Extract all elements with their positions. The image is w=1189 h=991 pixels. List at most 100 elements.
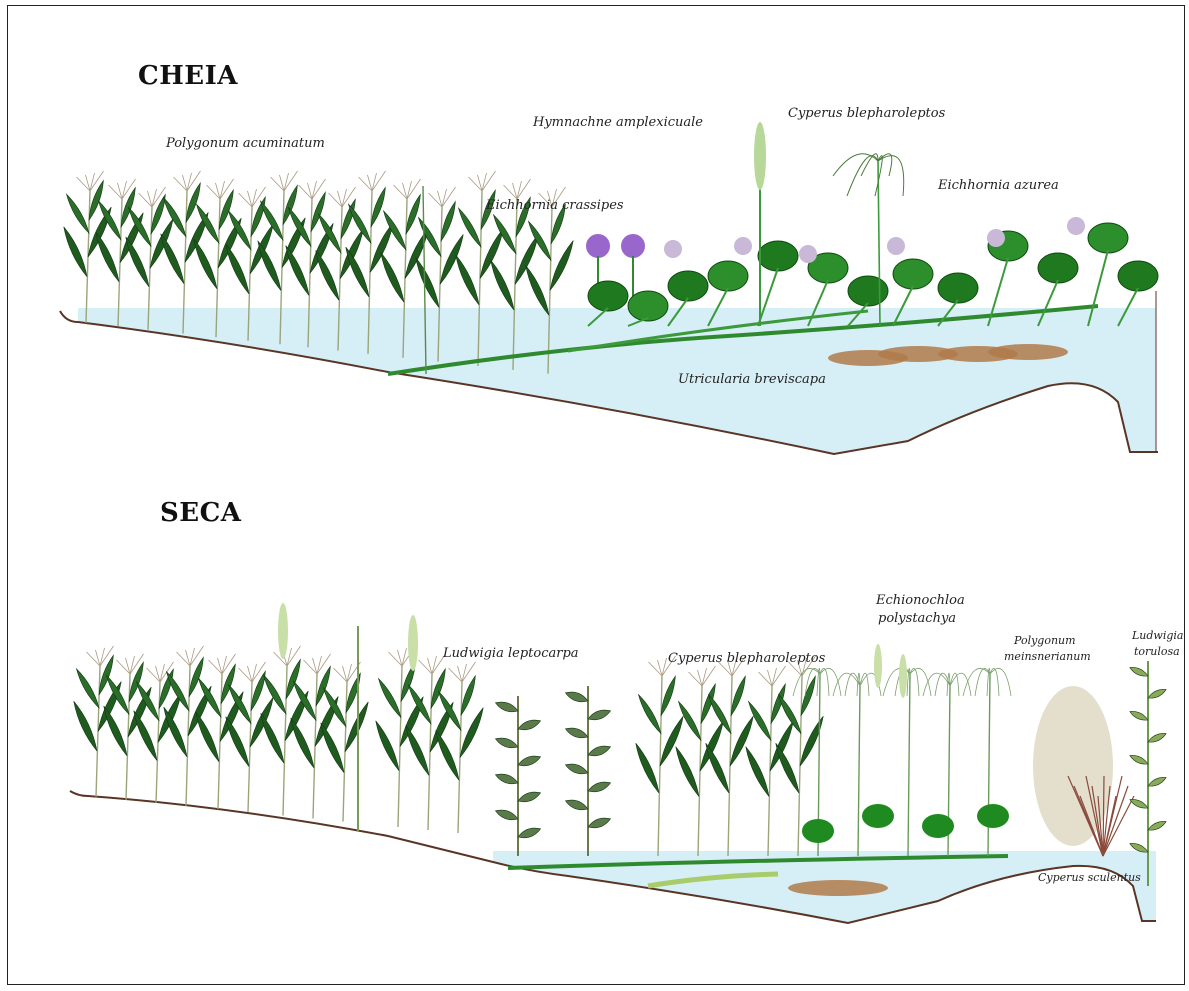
cyperus-bract	[950, 673, 959, 696]
cheia-polygonum-panicle	[482, 171, 496, 191]
ludwigia-torulosa-leaf	[1130, 711, 1148, 720]
eichhornia-crassipes-flower	[621, 234, 645, 258]
cheia-polygonum-leaf	[440, 234, 463, 284]
label-eichhornia-azurea: Eichhornia azurea	[938, 178, 1059, 193]
label-hymnachne: Hymnachne amplexicuale	[533, 115, 703, 130]
eichhornia-seca-leaf	[862, 804, 894, 828]
seca-sedge-leaf	[776, 743, 799, 793]
ludwigia-leptocarpa-leaf	[588, 818, 611, 828]
label-cyperus-cheia: Cyperus blepharoleptos	[788, 106, 945, 121]
seca-sedge-leaf	[746, 747, 769, 797]
cheia-polygonum-leaf	[261, 201, 284, 240]
cheia-polygonum-leaf	[416, 258, 439, 308]
eichhornia-azurea-flower	[664, 240, 682, 258]
seca-sedge-leaf	[636, 743, 659, 793]
seca-sedge-leaf	[661, 676, 675, 715]
label-echinochloa-line2: polystachya	[878, 610, 956, 628]
hymnachne-spike	[754, 122, 766, 190]
seca-ludwigia-leptocarpa	[495, 686, 610, 856]
cheia-polygonum-leaf	[316, 250, 339, 300]
cheia-polygonum-leaf	[194, 239, 217, 289]
cheia-polygonum-leaf	[550, 241, 573, 291]
ludwigia-torulosa-leaf	[1148, 733, 1166, 742]
ludwigia-torulosa-leaf	[1130, 843, 1148, 852]
ludwigia-leptocarpa-leaf	[565, 800, 588, 810]
cheia-polygonum-leaf	[526, 266, 549, 316]
cyperus-bract	[860, 673, 869, 696]
cheia-polygonum-leaf	[161, 234, 184, 284]
ludwigia-leptocarpa-leaf	[518, 828, 541, 838]
utricularia-clump	[988, 344, 1068, 360]
ludwigia-torulosa-leaf	[1148, 689, 1166, 698]
label-cyperus-sculentus: Cyperus sculentus	[1038, 870, 1141, 885]
seca-polygonum-stand	[74, 603, 483, 833]
cheia-polygonum-leaf	[226, 244, 249, 294]
grass-spike	[278, 603, 288, 659]
seca-polygonum-leaf	[406, 726, 429, 776]
seca-polygonum-leaf	[321, 723, 344, 773]
seca-sedge-leaf	[801, 676, 815, 715]
seca-polygonum-leaf	[74, 701, 97, 751]
polygonum-meinsnerianum	[1033, 686, 1113, 846]
ludwigia-leptocarpa-leaf	[565, 728, 588, 738]
eichhornia-leaf	[668, 271, 708, 301]
cheia-polygonum-leaf	[346, 247, 369, 297]
label-ludwigia-torulosa-line2: torulosa	[1134, 644, 1180, 659]
ludwigia-torulosa-leaf	[1148, 777, 1166, 786]
cyperus-stem	[988, 674, 990, 856]
cheia-polygonum-leaf	[67, 194, 90, 233]
cheia-polygonum-leaf	[480, 229, 503, 279]
ludwigia-leptocarpa-leaf	[495, 810, 518, 820]
seca-sedge-leaf	[706, 743, 729, 793]
seca-sedge-panicle	[772, 666, 786, 686]
label-cyperus-seca: Cyperus blepharoleptos	[668, 651, 825, 666]
ludwigia-torulosa-leaf	[1148, 821, 1166, 830]
cheia-polygonum-leaf	[381, 252, 404, 302]
seca-polygonum-leaf	[460, 708, 483, 758]
seca-polygonum-leaf	[134, 711, 157, 761]
seca-polygonum-leaf	[226, 717, 249, 767]
label-echinochloa-line1: Echionochloa	[876, 592, 965, 610]
ludwigia-leptocarpa-leaf	[518, 756, 541, 766]
cheia-polygonum-panicle	[407, 179, 421, 199]
ludwigia-leptocarpa-leaf	[565, 692, 588, 702]
seca-polygonum-leaf	[189, 657, 203, 696]
seca-polygonum-leaf	[104, 706, 127, 756]
seca-sedge-leaf	[731, 676, 745, 715]
ludwigia-leptocarpa-leaf	[588, 782, 611, 792]
ludwigia-leptocarpa-leaf	[495, 702, 518, 712]
echinochloa-spike	[899, 654, 907, 698]
seca-polygonum-leaf	[461, 676, 475, 715]
cheia-polygonum-panicle	[517, 179, 531, 199]
label-utricularia: Utricularia breviscapa	[678, 372, 826, 387]
eichhornia-leaf	[848, 276, 888, 306]
seca-polygonum-leaf	[196, 712, 219, 762]
ludwigia-leptocarpa-leaf	[518, 792, 541, 802]
diagram-frame: CHEIA Polygonum acuminatum Hymnachne amp…	[7, 5, 1185, 985]
habitat-illustration	[8, 6, 1185, 985]
cyperus-bract	[963, 668, 990, 696]
cheia-polygonum-leaf	[151, 195, 165, 234]
seca-panel	[70, 603, 1166, 923]
seca-polygonum-leaf	[376, 721, 399, 771]
grass-spike	[408, 615, 418, 671]
eichhornia-leaf	[893, 259, 933, 289]
ludwigia-torulosa-leaf	[1130, 667, 1148, 676]
seca-polygonum-leaf	[261, 713, 284, 763]
eichhornia-leaf	[708, 261, 748, 291]
ludwigia-leptocarpa-leaf	[588, 710, 611, 720]
cyperus-stem	[858, 686, 860, 856]
cheia-polygonum-panicle	[372, 171, 386, 191]
echinochloa-spike	[874, 644, 882, 688]
eichhornia-azurea-flower	[987, 229, 1005, 247]
cheia-polygonum-leaf	[96, 232, 119, 282]
seca-polygonum-leaf	[77, 669, 100, 708]
eichhornia-azurea-flower	[1067, 217, 1085, 235]
ludwigia-torulosa-leaf	[1130, 755, 1148, 764]
cheia-polygonum-leaf	[456, 255, 479, 305]
cheia-polygonum-leaf	[258, 241, 281, 291]
cheia-polygonum-leaf	[515, 235, 538, 285]
cyperus-bract	[847, 156, 878, 196]
cheia-polygonum-leaf	[491, 260, 514, 310]
cheia-panel	[60, 122, 1158, 454]
